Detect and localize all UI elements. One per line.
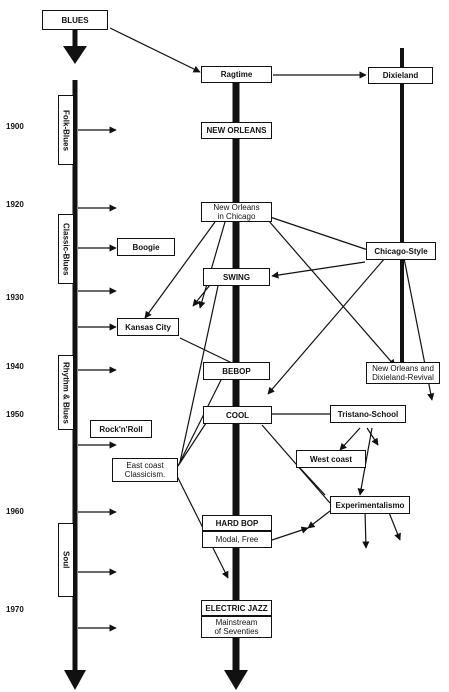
- left-timeline-arrowhead: [64, 670, 86, 690]
- node-swing: SWING: [203, 268, 270, 286]
- period-classic-blues: Classic-Blues: [58, 214, 74, 284]
- year-1920: 1920: [6, 200, 24, 209]
- node-bebop: BEBOP: [203, 362, 270, 380]
- influence-connectors: [109, 27, 435, 579]
- period-soul: Soul: [58, 523, 74, 597]
- period-folk-blues: Folk-Blues: [58, 95, 74, 165]
- node-modal-free: Modal, Free: [202, 531, 272, 548]
- node-ragtime-label: Ragtime: [220, 70, 253, 79]
- node-chicago-style-label: Chicago-Style: [374, 246, 428, 256]
- blues-stem-arrowhead: [63, 46, 87, 64]
- period-rhythm-blues: Rhythm & Blues: [58, 355, 74, 430]
- timeline-tick-arrows: [78, 126, 117, 632]
- node-blues-label: BLUES: [61, 15, 89, 25]
- year-1950: 1950: [6, 410, 24, 419]
- node-electric-jazz: ELECTRIC JAZZ: [201, 600, 272, 616]
- node-west-coast: West coast: [296, 450, 366, 468]
- node-ragtime: Ragtime: [201, 66, 272, 83]
- node-mainstream-of-seventies-label: Mainstream of Seventies: [214, 618, 259, 636]
- node-experimentalismo: Experimentalismo: [330, 496, 410, 514]
- node-new-orleans-dixieland-revival-label: New Orleans and Dixieland-Revival: [372, 364, 434, 382]
- year-1900: 1900: [6, 122, 24, 131]
- year-1970: 1970: [6, 605, 24, 614]
- node-kansas-city-label: Kansas City: [125, 322, 171, 332]
- node-rock-n-roll: Rock'n'Roll: [90, 420, 152, 438]
- node-bebop-label: BEBOP: [222, 366, 251, 376]
- year-1940: 1940: [6, 362, 24, 371]
- node-east-coast-classicism-label: East coast Classicism.: [124, 461, 166, 479]
- node-new-orleans-dixieland-revival: New Orleans and Dixieland-Revival: [366, 362, 440, 384]
- node-cool: COOL: [203, 406, 272, 424]
- period-soul-label: Soul: [61, 551, 71, 569]
- node-blues: BLUES: [42, 10, 108, 30]
- node-new-orleans: NEW ORLEANS: [201, 122, 272, 139]
- node-hard-bop: HARD BOP: [202, 515, 272, 531]
- node-experimentalismo-label: Experimentalismo: [335, 500, 405, 510]
- node-new-orleans-in-chicago: New Orleans in Chicago: [201, 202, 272, 222]
- node-hard-bop-label: HARD BOP: [215, 518, 259, 528]
- node-west-coast-label: West coast: [309, 454, 353, 464]
- node-chicago-style: Chicago-Style: [366, 242, 436, 260]
- node-east-coast-classicism: East coast Classicism.: [112, 458, 178, 482]
- node-dixieland: Dixieland: [368, 67, 433, 84]
- period-classic-blues-label: Classic-Blues: [61, 222, 71, 276]
- year-1960: 1960: [6, 507, 24, 516]
- node-electric-jazz-label: ELECTRIC JAZZ: [205, 603, 268, 613]
- node-kansas-city: Kansas City: [117, 318, 179, 336]
- center-timeline-arrowhead: [224, 670, 248, 690]
- node-cool-label: COOL: [225, 410, 250, 420]
- node-modal-free-label: Modal, Free: [215, 535, 259, 544]
- node-swing-label: SWING: [222, 272, 251, 282]
- period-rhythm-blues-label: Rhythm & Blues: [61, 361, 71, 424]
- node-tristano-school-label: Tristano-School: [337, 409, 399, 419]
- year-1930: 1930: [6, 293, 24, 302]
- node-boogie-label: Boogie: [132, 242, 160, 252]
- node-new-orleans-in-chicago-label: New Orleans in Chicago: [213, 203, 260, 221]
- period-folk-blues-label: Folk-Blues: [61, 109, 71, 151]
- node-tristano-school: Tristano-School: [330, 405, 406, 423]
- node-boogie: Boogie: [117, 238, 175, 256]
- node-mainstream-of-seventies: Mainstream of Seventies: [201, 616, 272, 638]
- node-new-orleans-label: NEW ORLEANS: [206, 126, 267, 135]
- node-dixieland-label: Dixieland: [382, 71, 419, 80]
- node-rock-n-roll-label: Rock'n'Roll: [99, 424, 143, 434]
